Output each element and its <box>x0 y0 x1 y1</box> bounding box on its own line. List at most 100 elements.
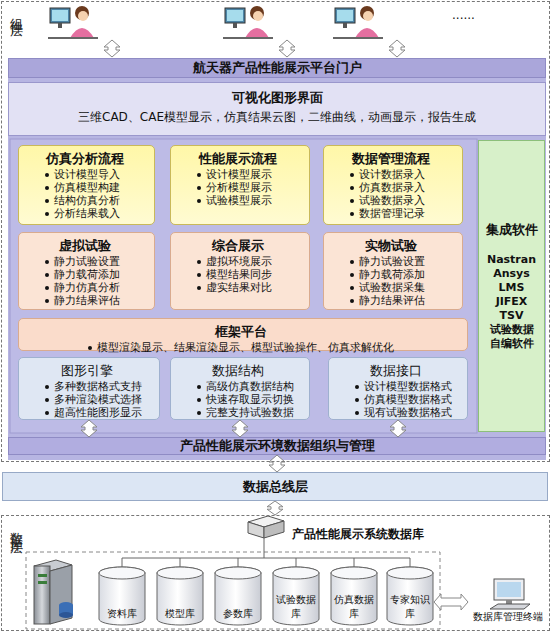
item-text: 虚实结果对比 <box>206 281 272 293</box>
heading-row: 图形引擎 <box>19 362 155 380</box>
heading: 可视化图形界面 <box>232 90 323 105</box>
band-box: 产品性能展示环境数据组织与管理 <box>8 437 546 455</box>
module-box: 数据接口设计模型数据格式仿真模型数据格式现有试验数据格式 <box>328 357 468 420</box>
bullet-dot <box>350 212 354 216</box>
network-line-part <box>410 558 411 567</box>
server-icon-part <box>34 566 50 624</box>
user-arrow-part <box>104 40 120 57</box>
software-name: Nastran <box>487 253 536 266</box>
software-row: Ansys <box>487 267 537 281</box>
double-arrow <box>81 420 97 437</box>
item-text: 模型结果同步 <box>206 268 272 280</box>
bullet-item: 仿真数据录入 <box>324 181 458 194</box>
bullet-item: 数据管理记录 <box>324 207 458 220</box>
item-text: 静力结果评估 <box>359 294 425 306</box>
cylinder-top <box>157 567 203 579</box>
bullet-dot <box>197 411 201 415</box>
server-icon-part <box>38 581 47 584</box>
double-arrow <box>269 455 285 472</box>
terminal-node: 数据库管理终端 <box>468 578 548 626</box>
user-icon-part <box>58 23 62 28</box>
bullet-dot <box>197 186 201 190</box>
database-cylinder: 试验数据库 <box>272 566 320 626</box>
layer-region: 数据库层资料库模型库参数库试验数据库仿真数据库专家知识库数据库管理终端 <box>1 515 550 631</box>
user-icon <box>333 6 383 38</box>
bullet-item: 静力结果评估 <box>324 294 458 307</box>
user-icon-part <box>233 23 237 28</box>
bullet-dot <box>45 273 49 277</box>
monitor <box>494 579 524 600</box>
item-text: 完整支持试验数据 <box>206 406 294 418</box>
bullet-dot <box>197 260 201 264</box>
database-cylinder: 参数库 <box>214 566 262 626</box>
item-text: 设计数据录入 <box>359 168 425 180</box>
heading-row: 框架平台 <box>19 323 463 341</box>
bullet-item: 分析结果载入 <box>19 207 150 220</box>
heading-row: 数据结构 <box>171 362 305 380</box>
bullet-dot <box>350 260 354 264</box>
item-text: 多种数据格式支持 <box>54 380 142 392</box>
user-icon-part <box>335 8 355 23</box>
bullet-dot <box>350 299 354 303</box>
module-box: 性能展示流程设计模型展示分析模型展示试验模型展示 <box>170 145 310 225</box>
item-text: 分析模型展示 <box>206 181 272 193</box>
heading-row: 仿真分析流程 <box>19 150 150 168</box>
bullet-dot <box>197 398 201 402</box>
item-text: 仿真模型构建 <box>54 181 120 193</box>
network-line-part <box>122 558 410 559</box>
module-box: 虚拟试验静力试验设置静力载荷添加静力仿真分析静力结果评估 <box>18 232 155 310</box>
user-icon <box>48 6 98 38</box>
heading: 数据管理流程 <box>352 151 430 166</box>
bullet-dot <box>45 199 49 203</box>
server-icon-part <box>59 612 73 618</box>
server-icon-part <box>50 565 72 624</box>
bullet-item: 静力结果评估 <box>19 294 150 307</box>
module-box: 数据结构高级仿真数据结构快速存取显示切换完整支持试验数据 <box>170 357 310 420</box>
bullet-dot <box>45 385 49 389</box>
bullet-item: 设计数据录入 <box>324 168 458 181</box>
item-text: 静力仿真分析 <box>54 281 120 293</box>
module-box: 框架平台模型渲染显示、结果渲染显示、模型试验操作、仿真求解优化 <box>18 318 468 351</box>
heading-row: 集成软件 <box>486 221 538 239</box>
software-row: TSV <box>487 309 537 323</box>
bullet-dot <box>45 186 49 190</box>
heading: 数据结构 <box>212 363 264 378</box>
bullet-dot <box>350 273 354 277</box>
heading-row: 实物试验 <box>324 237 458 255</box>
heading-row: 虚拟试验 <box>19 237 150 255</box>
user-arrow-part <box>279 40 295 57</box>
user-icon-part <box>337 10 353 21</box>
double-arrow <box>434 594 468 610</box>
bullet-item: 静力仿真分析 <box>19 281 150 294</box>
network-line <box>122 538 410 567</box>
layer-region: 组件层航天器产品性能展示平台门户可视化图形界面三维CAD、CAE模型显示，仿真结… <box>1 1 550 462</box>
database-name: 仿真数据库 <box>330 593 378 621</box>
network-switch-part <box>264 521 284 538</box>
network-line-part <box>122 558 123 567</box>
database-cylinder: 仿真数据库 <box>330 566 378 626</box>
user-icon-part <box>363 11 373 21</box>
software-name: 试验数据 自编软件 <box>490 323 534 350</box>
bullet-dot <box>45 299 49 303</box>
user-icon-part <box>333 37 383 39</box>
user-arrow-part <box>389 40 405 57</box>
bullet-dot <box>197 173 201 177</box>
cylinder-top <box>387 567 433 579</box>
stand <box>506 600 512 604</box>
terminal-label: 数据库管理终端 <box>468 610 548 624</box>
item-text: 静力试验设置 <box>359 255 425 267</box>
bullet-item: 多种渲染模式选择 <box>19 393 155 406</box>
bullet-item: 快速存取显示切换 <box>171 393 305 406</box>
database-name: 资料库 <box>98 607 146 621</box>
item-text: 快速存取显示切换 <box>206 393 294 405</box>
heading-row: 可视化图形界面 <box>9 88 545 108</box>
bullet-item: 模型渲染显示、结果渲染显示、模型试验操作、仿真求解优化 <box>19 341 463 354</box>
heading-row: 综合展示 <box>171 237 305 255</box>
heading: 综合展示 <box>212 238 264 253</box>
bullet-dot <box>355 385 359 389</box>
cylinder-top <box>215 567 261 579</box>
item-text: 仿真模型数据格式 <box>364 393 452 405</box>
bullet-item: 试验模型展示 <box>171 194 305 207</box>
bullet-dot <box>45 411 49 415</box>
item-text: 模型渲染显示、结果渲染显示、模型试验操作、仿真求解优化 <box>97 341 394 353</box>
